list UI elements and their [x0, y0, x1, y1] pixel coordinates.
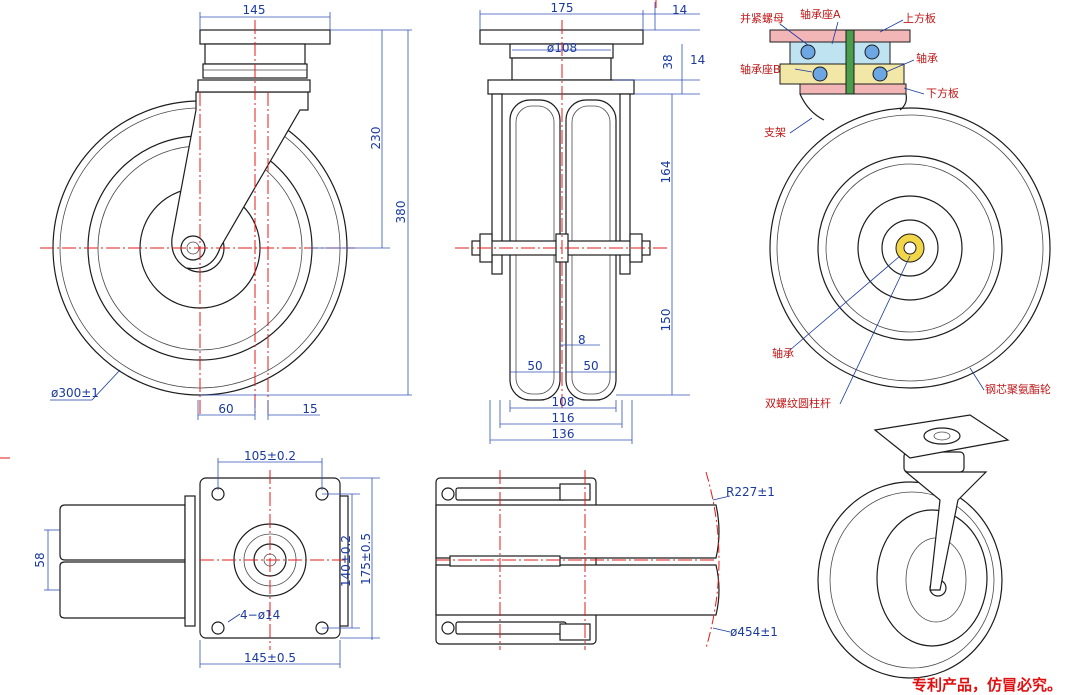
dim-top-145: 145±0.5 — [244, 651, 296, 665]
dim-front-230: 230 — [369, 127, 383, 150]
label-bracket: 支架 — [764, 126, 786, 139]
dim-top-175: 175±0.5 — [359, 533, 373, 585]
dim-side-108-collar: ø108 — [547, 41, 577, 55]
dim-front-diameter: ø300±1 — [51, 386, 99, 400]
patent-notice: 专利产品，仿冒必究。 — [912, 676, 1062, 694]
iso-view — [817, 414, 1010, 679]
dim-top-105: 105±0.2 — [244, 449, 296, 463]
dim-side-8: 8 — [578, 333, 586, 347]
bottom-dimensions: R227±1 ø454±1 — [712, 485, 778, 639]
label-bearing-top: 轴承 — [916, 51, 938, 65]
front-top-plate — [199, 29, 331, 45]
front-view — [40, 20, 355, 415]
dim-side-14a: 14 — [672, 3, 687, 17]
label-bearing-seat-a: 轴承座A — [800, 7, 841, 21]
dim-top-140: 140±0.2 — [339, 535, 353, 587]
dim-swivel-radius: R227±1 — [726, 485, 775, 499]
dim-front-380: 380 — [394, 201, 408, 224]
side-view — [455, 20, 668, 410]
bottom-view — [435, 470, 720, 650]
top-dimensions: 105±0.2 58 140±0.2 175±0.5 4−ø14 145±0.5 — [33, 449, 380, 668]
dim-side-175: 175 — [551, 1, 574, 15]
dim-front-145: 145 — [243, 3, 266, 17]
dim-front-15: 15 — [302, 402, 317, 416]
dim-side-150: 150 — [659, 309, 673, 332]
dim-side-50b: 50 — [583, 359, 598, 373]
dim-top-58: 58 — [33, 552, 47, 567]
dim-front-60: 60 — [218, 402, 233, 416]
dim-top-holes: 4−ø14 — [240, 608, 280, 622]
label-bearing-hub: 轴承 — [772, 346, 794, 360]
label-lock-nut: 并紧螺母 — [740, 11, 784, 25]
label-double-thread-rod: 双螺纹圆柱杆 — [765, 396, 831, 410]
label-wheel-material: 钢芯聚氨酯轮 — [985, 382, 1051, 396]
iso-top-plate — [873, 414, 1010, 459]
section-view — [769, 29, 1051, 389]
section-callouts: 并紧螺母 轴承座A 上方板 轴承 轴承座B 下方板 支架 轴承 双螺纹圆柱杆 钢… — [740, 7, 1051, 410]
label-bearing-seat-b: 轴承座B — [740, 62, 781, 76]
dim-side-38: 38 — [661, 54, 675, 69]
dim-side-14b: 14 — [690, 53, 705, 67]
side-dimensions: 175 ø108 14 38 14 164 150 8 50 50 108 11… — [479, 1, 705, 444]
dim-side-50a: 50 — [527, 359, 542, 373]
top-view — [59, 470, 349, 650]
dim-side-136: 136 — [552, 427, 575, 441]
dim-side-108: 108 — [552, 395, 575, 409]
label-lower-plate: 下方板 — [926, 86, 959, 100]
label-upper-plate: 上方板 — [903, 11, 936, 25]
front-dimensions: 145 230 380 ø300±1 60 15 — [50, 3, 412, 420]
dim-side-164: 164 — [659, 161, 673, 184]
dim-swivel-diameter: ø454±1 — [730, 625, 778, 639]
dim-side-116: 116 — [552, 411, 575, 425]
